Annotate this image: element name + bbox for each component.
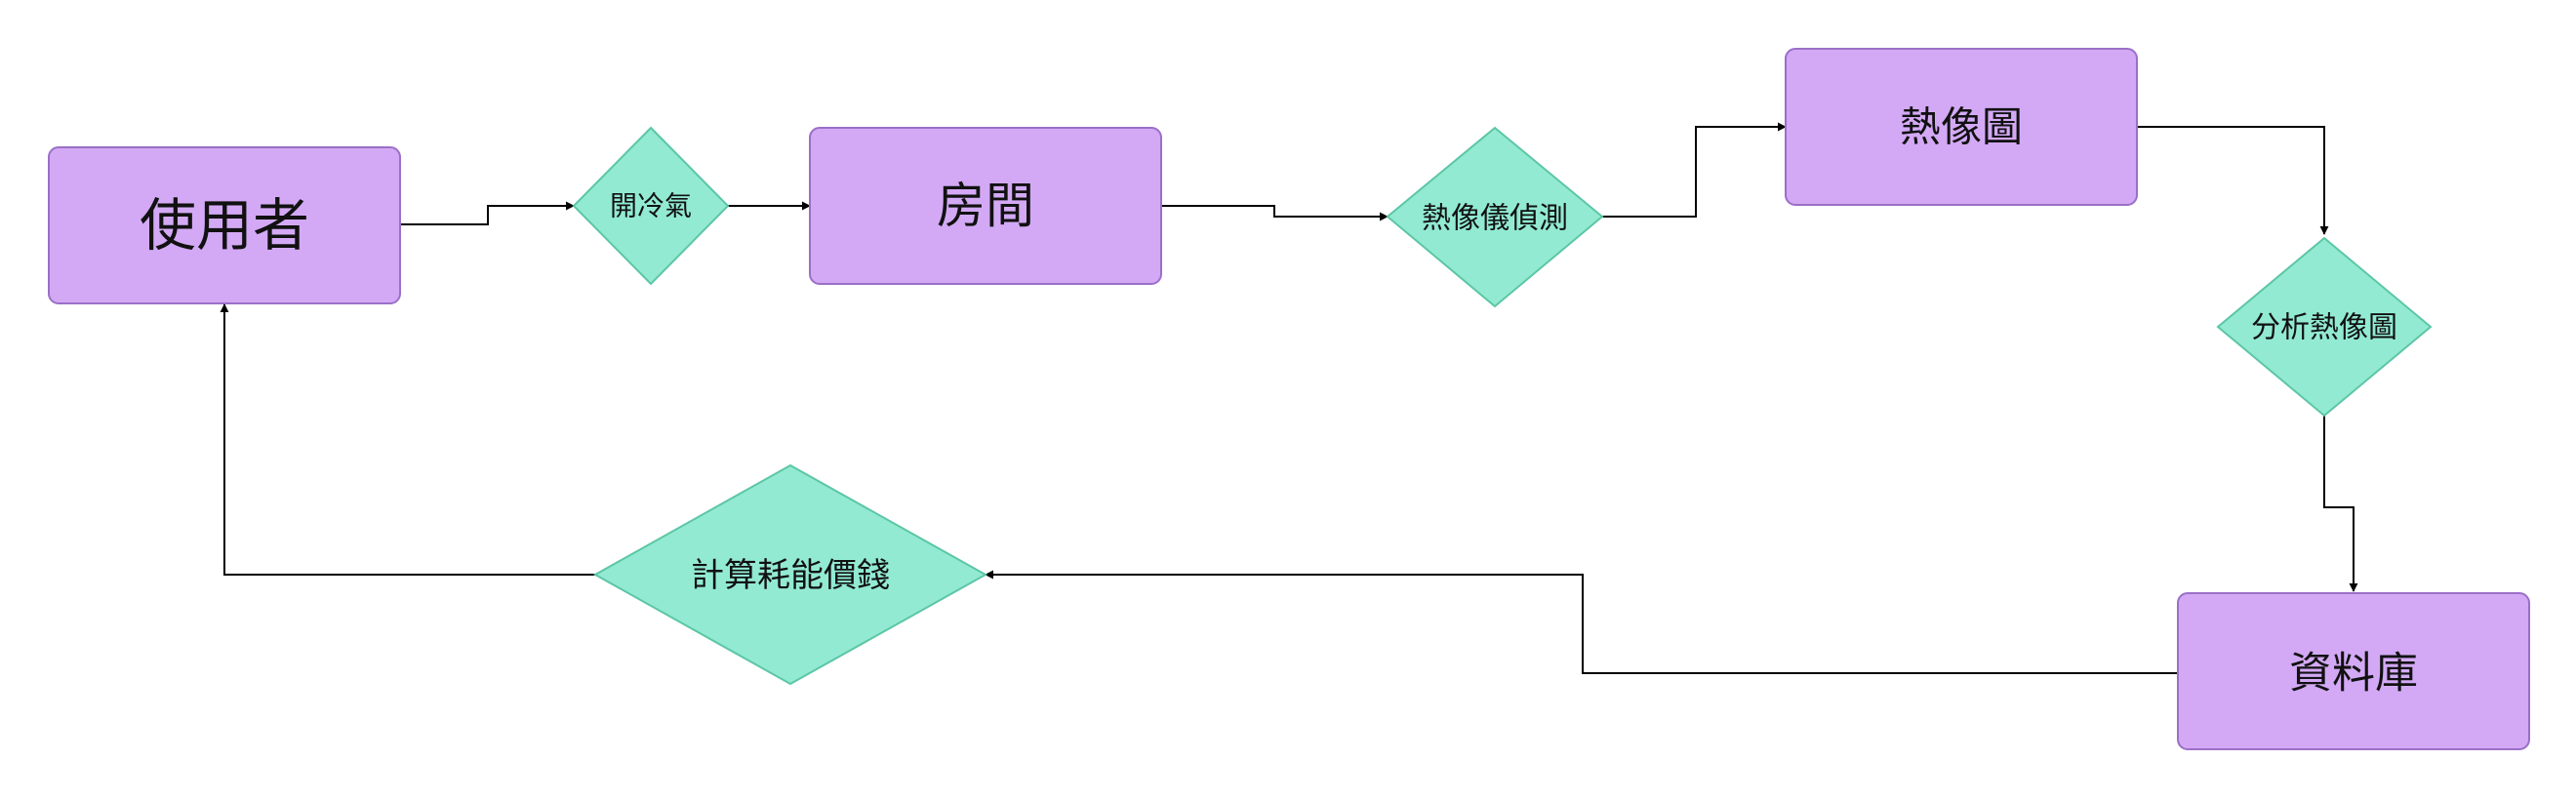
edge-calc-cost-to-user (220, 303, 595, 576)
edges (220, 122, 2358, 674)
node-room-label: 房間 (937, 178, 1034, 234)
edge-room-to-thermal-detect (1161, 205, 1389, 221)
node-user-label: 使用者 (140, 192, 309, 259)
edge-thermal-detect-to-thermal-image (1602, 122, 1787, 218)
node-ac-on-label: 開冷氣 (610, 190, 692, 222)
edge-thermal-image-to-analyze (2137, 126, 2329, 235)
edge-user-to-ac-on (400, 201, 575, 225)
node-thermal-image-label: 熱像圖 (1900, 103, 2023, 151)
node-thermal-detect-label: 熱像儀偵測 (1422, 202, 1568, 236)
node-ac-on[interactable]: 開冷氣 (572, 126, 730, 286)
node-analyze-label: 分析熱像圖 (2251, 311, 2397, 345)
node-database[interactable]: 資料庫 (2177, 592, 2530, 750)
node-room[interactable]: 房間 (809, 127, 1162, 285)
node-database-label: 資料庫 (2289, 649, 2418, 699)
node-thermal-detect[interactable]: 熱像儀偵測 (1386, 126, 1604, 308)
edge-database-to-calc-cost (985, 570, 2178, 674)
node-analyze[interactable]: 分析熱像圖 (2216, 236, 2433, 418)
node-calc-cost-label: 計算耗能價錢 (691, 556, 890, 595)
node-thermal-image[interactable]: 熱像圖 (1785, 48, 2138, 206)
node-user[interactable]: 使用者 (48, 146, 401, 304)
edge-analyze-to-database (2323, 416, 2358, 592)
node-calc-cost[interactable]: 計算耗能價錢 (592, 463, 988, 686)
